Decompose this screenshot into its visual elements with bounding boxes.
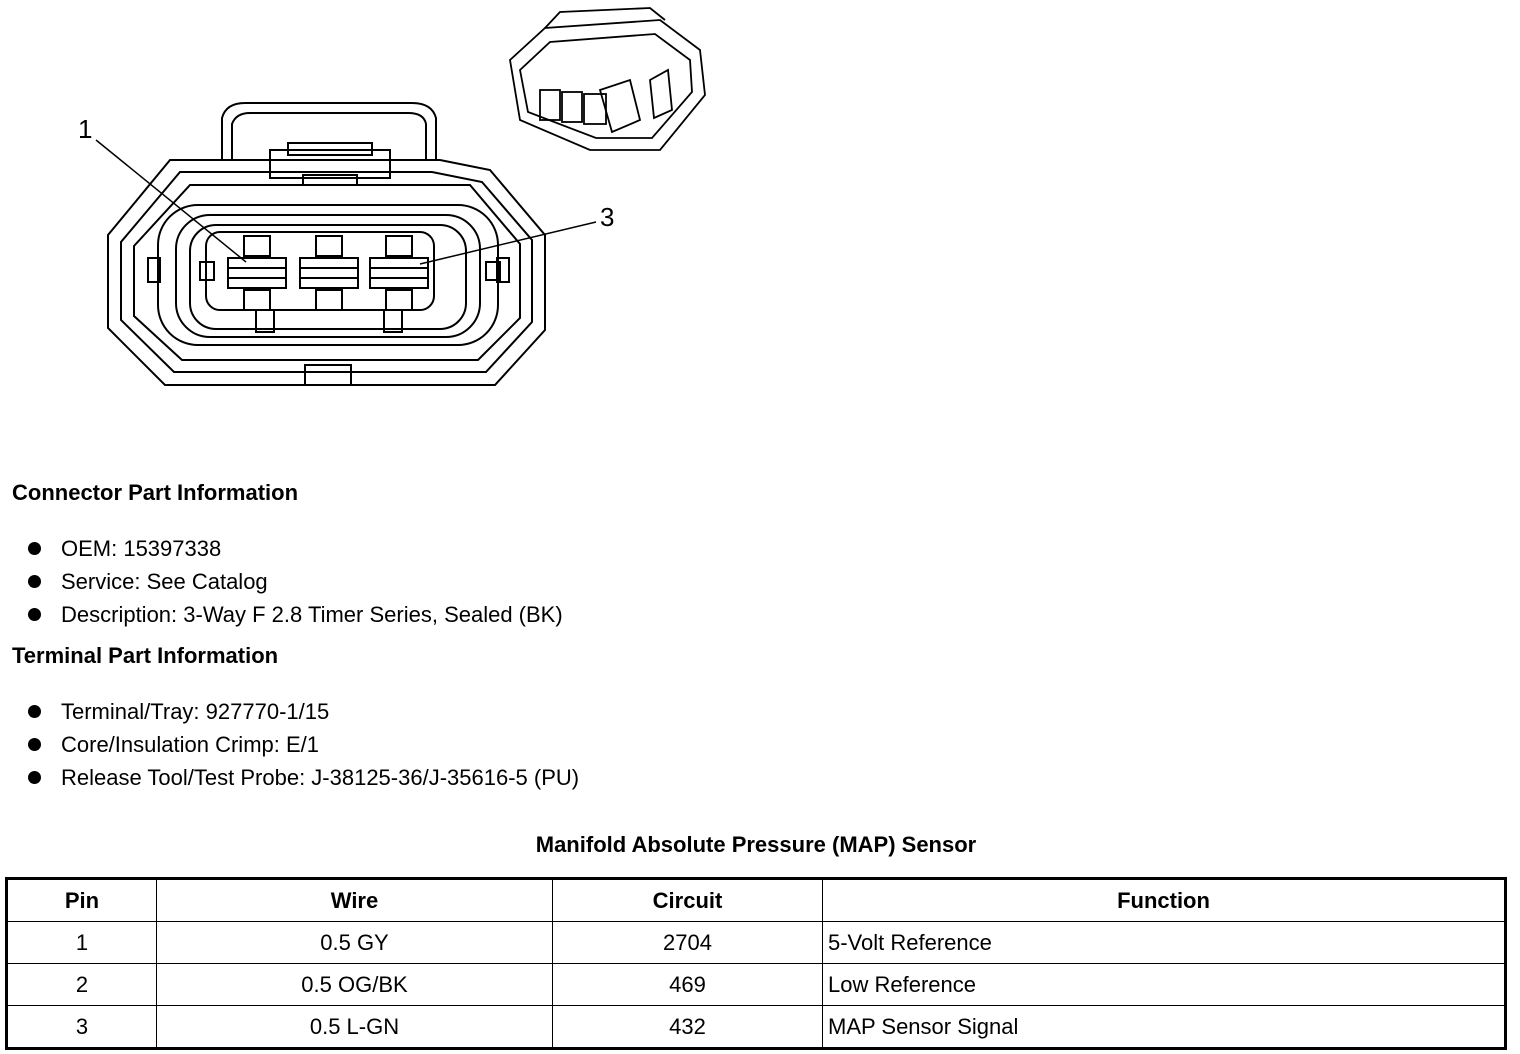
bullet-icon xyxy=(28,574,41,588)
list-item: Release Tool/Test Probe: J-38125-36/J-35… xyxy=(28,761,579,794)
wire-cell: 0.5 GY xyxy=(156,921,553,964)
column-header-function: Function xyxy=(822,878,1506,922)
bullet-icon xyxy=(28,737,41,751)
bullet-icon xyxy=(28,607,41,621)
terminal-info-list: Terminal/Tray: 927770-1/15 Core/Insulati… xyxy=(28,695,579,794)
column-header-circuit: Circuit xyxy=(552,878,823,922)
column-header-pin: Pin xyxy=(6,878,157,922)
bullet-icon xyxy=(28,541,41,555)
wire-cell: 0.5 OG/BK xyxy=(156,963,553,1006)
connector-info-list: OEM: 15397338 Service: See Catalog Descr… xyxy=(28,532,563,631)
connector-latch xyxy=(221,102,437,160)
pin-2-cavity xyxy=(299,257,359,289)
table-row: 2 0.5 OG/BK 469 Low Reference xyxy=(6,963,1506,1006)
pin-3-cavity xyxy=(369,257,429,289)
list-item: Description: 3-Way F 2.8 Timer Series, S… xyxy=(28,598,563,631)
column-header-wire: Wire xyxy=(156,878,553,922)
circuit-cell: 432 xyxy=(552,1005,823,1049)
list-item: Core/Insulation Crimp: E/1 xyxy=(28,728,579,761)
circuit-cell: 469 xyxy=(552,963,823,1006)
list-item: Terminal/Tray: 927770-1/15 xyxy=(28,695,579,728)
function-cell: Low Reference xyxy=(822,963,1506,1006)
circuit-cell: 2704 xyxy=(552,921,823,964)
pin-1-cavity xyxy=(227,257,287,289)
function-cell: MAP Sensor Signal xyxy=(822,1005,1506,1049)
table-row: 3 0.5 L-GN 432 MAP Sensor Signal xyxy=(6,1005,1506,1049)
table-title: Manifold Absolute Pressure (MAP) Sensor xyxy=(535,832,977,857)
connector-body-outline xyxy=(107,159,546,386)
callout-1: 1 xyxy=(78,114,92,144)
function-cell: 5-Volt Reference xyxy=(822,921,1506,964)
bullet-icon xyxy=(28,704,41,718)
connector-diagram: 1 3 xyxy=(78,7,706,386)
wire-cell: 0.5 L-GN xyxy=(156,1005,553,1049)
pin-cell: 3 xyxy=(6,1005,157,1049)
list-item: OEM: 15397338 xyxy=(28,532,563,565)
pinout-table: Pin Wire Circuit Function 1 0.5 GY 2704 … xyxy=(5,877,1507,1050)
table-header-row: Pin Wire Circuit Function xyxy=(6,878,1506,922)
connector-iso-view xyxy=(509,7,706,151)
callout-3: 3 xyxy=(600,202,614,232)
bullet-icon xyxy=(28,770,41,784)
list-item: Service: See Catalog xyxy=(28,565,563,598)
connector-info-heading: Connector Part Information xyxy=(12,480,299,505)
pin-cell: 2 xyxy=(6,963,157,1006)
pin-cell: 1 xyxy=(6,921,157,964)
table-row: 1 0.5 GY 2704 5-Volt Reference xyxy=(6,921,1506,964)
terminal-info-heading: Terminal Part Information xyxy=(12,643,279,668)
